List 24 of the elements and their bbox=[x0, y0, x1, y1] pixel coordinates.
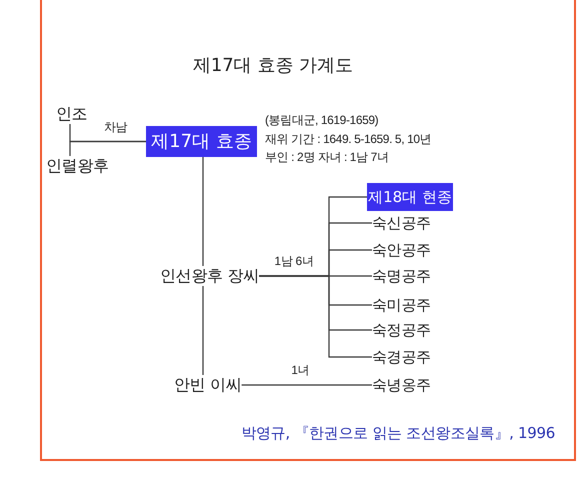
connector-line bbox=[242, 384, 372, 386]
person-name: 숙신공주 bbox=[372, 213, 431, 233]
person-name: 숙녕옹주 bbox=[372, 375, 431, 395]
person-name: 숙미공주 bbox=[372, 295, 431, 315]
caption: 박영규, 『한권으로 읽는 조선왕조실록』, 1996 bbox=[241, 423, 555, 443]
connector-line bbox=[202, 286, 204, 375]
note-text: 부인 : 2명 자녀 : 1남 7녀 bbox=[265, 149, 388, 165]
person-name: 숙안공주 bbox=[372, 240, 431, 260]
note-text: (봉림대군, 1619-1659) bbox=[265, 112, 378, 128]
title: 제17대 효종 가계도 bbox=[192, 54, 354, 78]
person-name: 숙정공주 bbox=[372, 320, 431, 340]
person-name: 안빈 이씨 bbox=[174, 375, 242, 395]
connector-line bbox=[202, 157, 204, 266]
note-text: 재위 기간 : 1649. 5-1659. 5, 10년 bbox=[265, 130, 432, 146]
name-box: 제17대 효종 bbox=[146, 126, 257, 157]
connector-line bbox=[69, 140, 146, 156]
edge-label: 차남 bbox=[102, 120, 130, 134]
name-box: 제18대 현종 bbox=[367, 183, 453, 211]
person-name: 인선왕후 장씨 bbox=[160, 266, 259, 286]
person-name: 숙명공주 bbox=[372, 266, 431, 286]
connector-line bbox=[259, 275, 372, 358]
person-name: 인조 bbox=[56, 104, 88, 124]
person-name: 인렬왕후 bbox=[46, 156, 109, 176]
person-name: 숙경공주 bbox=[372, 347, 431, 367]
